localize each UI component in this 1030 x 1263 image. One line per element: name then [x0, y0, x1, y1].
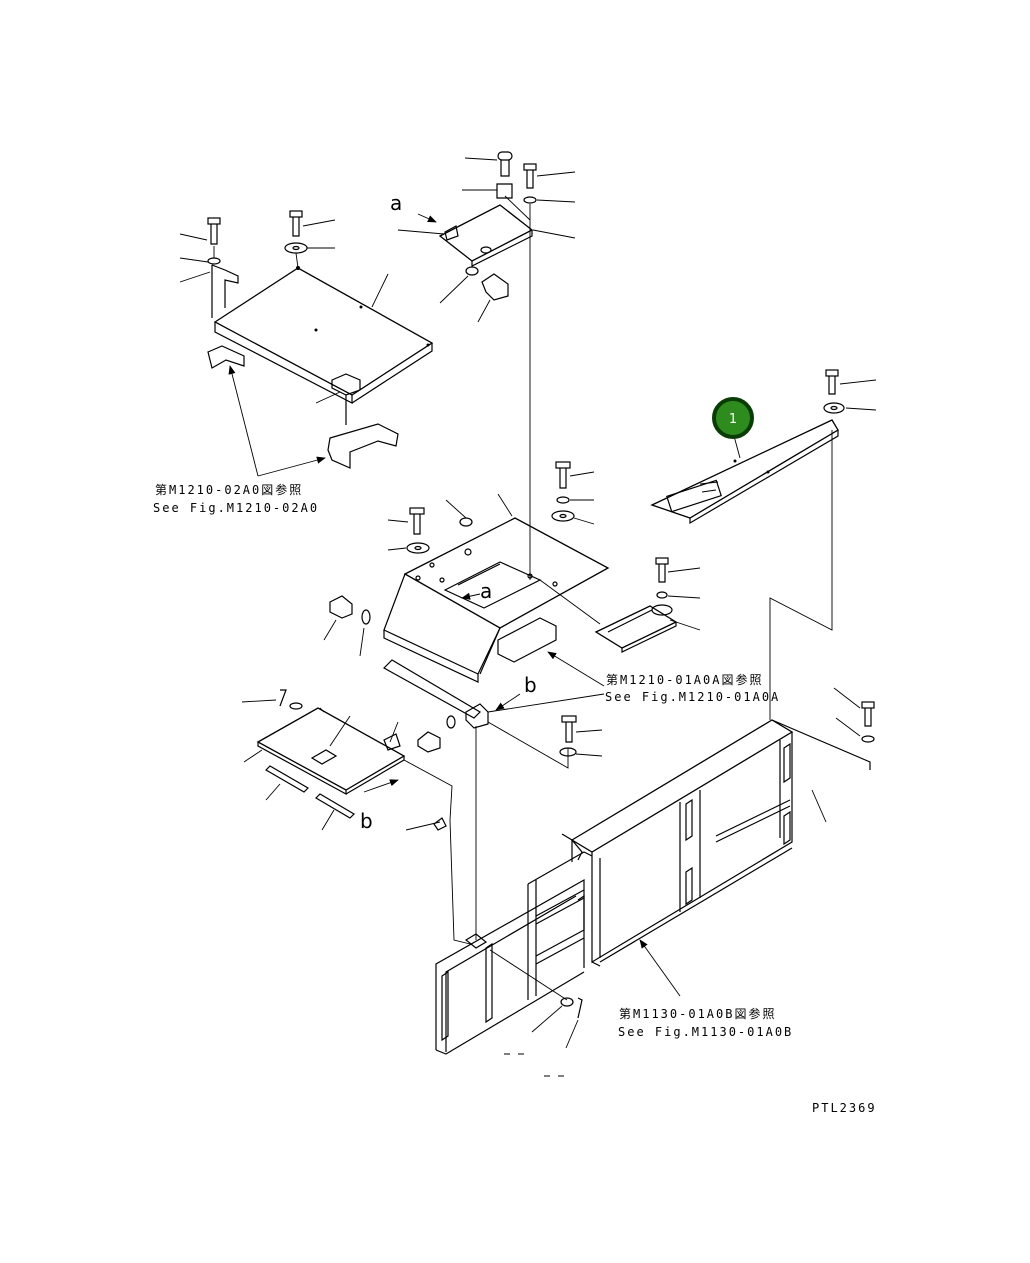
ref-2-en: See Fig.M1210-01A0A	[605, 690, 780, 704]
callout-item-1[interactable]: 1	[712, 397, 754, 439]
left-lower-plate	[241, 689, 471, 945]
right-panel-plate	[650, 369, 877, 720]
ref-1-en: See Fig.M1210-02A0	[153, 501, 319, 515]
callout-circle	[712, 397, 754, 439]
floor-plate-left	[179, 210, 434, 477]
top-bracket-plate	[397, 151, 576, 323]
seat-base-cover	[323, 232, 610, 719]
right-mid-bracket	[539, 557, 701, 687]
ref-3-en: See Fig.M1130-01A0B	[618, 1025, 793, 1039]
hinge-area	[417, 693, 605, 940]
label-b-mid: b	[524, 673, 537, 697]
callout-number: 1	[729, 412, 737, 427]
drawing-id: PTL2369	[812, 1101, 877, 1115]
label-a-mid: a	[480, 579, 492, 603]
label-a-top: a	[390, 191, 402, 215]
ref-1-jp: 第M1210-02A0図参照	[155, 482, 303, 497]
ref-3-jp: 第M1130-01A0B図参照	[619, 1006, 776, 1021]
main-frame	[435, 687, 875, 1077]
label-b-low: b	[360, 809, 373, 833]
ref-2-jp: 第M1210-01A0A図参照	[606, 672, 763, 687]
